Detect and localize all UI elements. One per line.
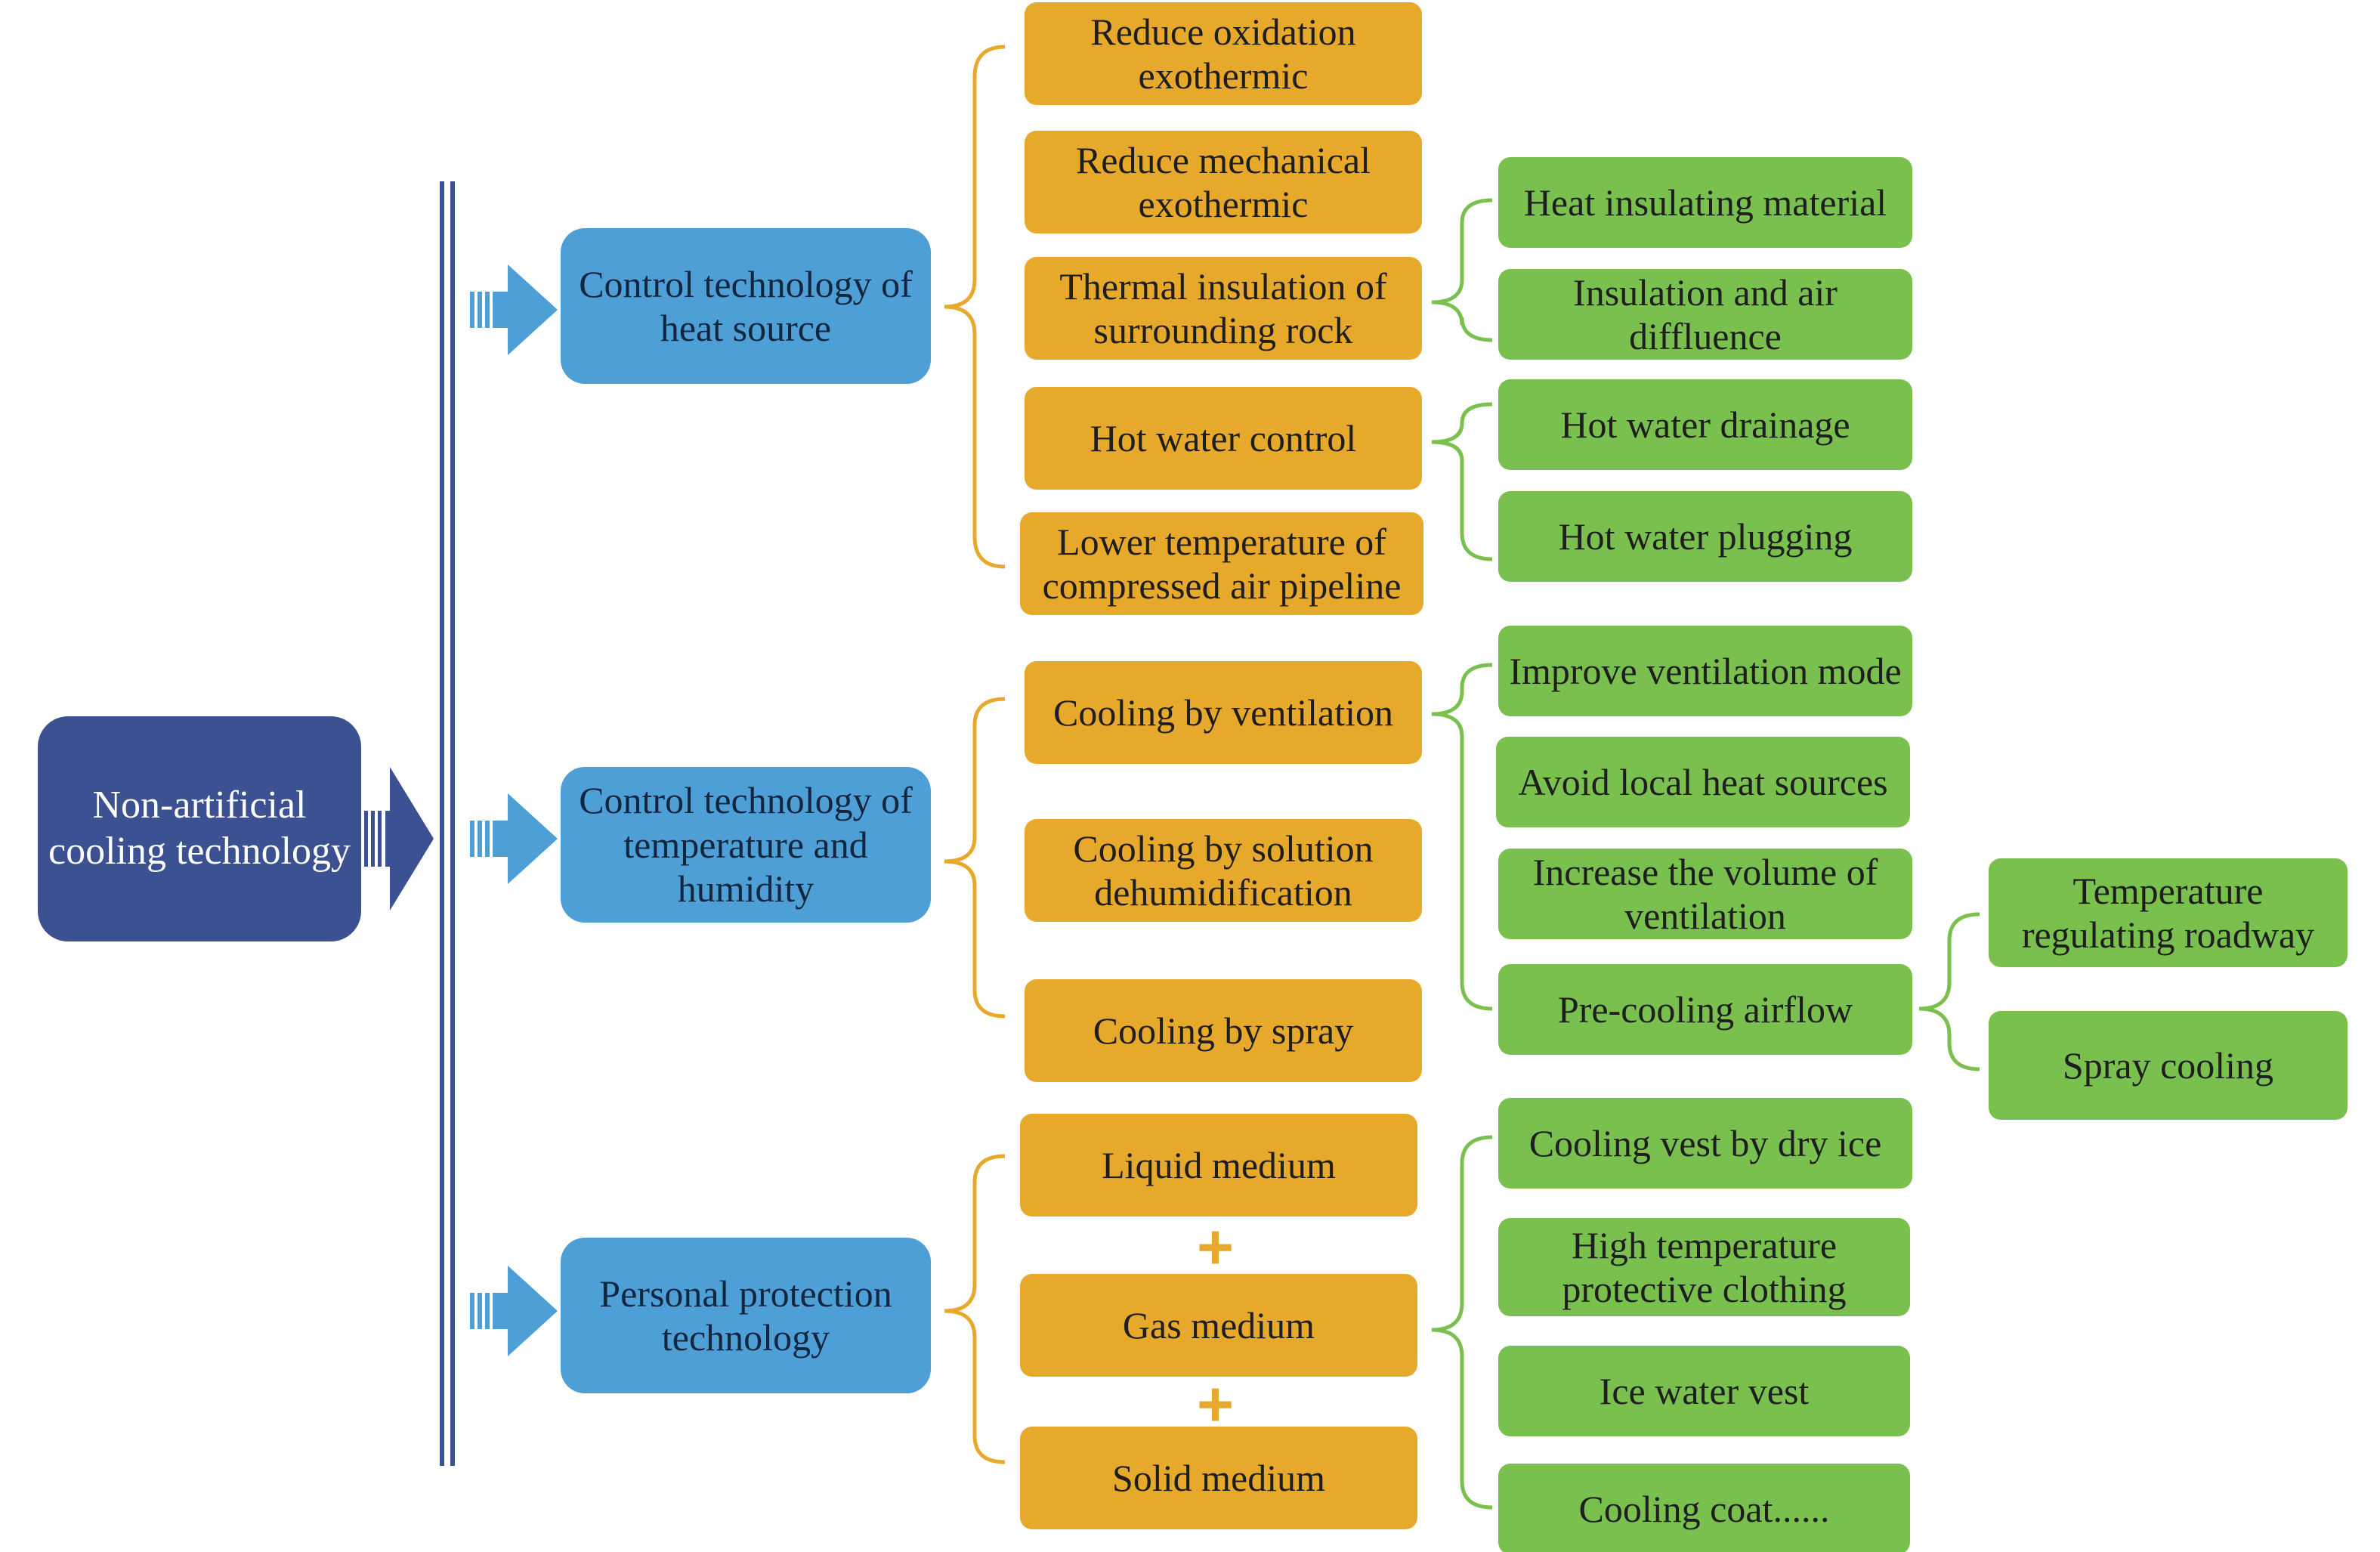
hot-water-plugging-node: Hot water plugging <box>1498 491 1912 582</box>
personal-protection-category: Personal protection technology <box>561 1238 931 1393</box>
hot-water-control-node: Hot water control <box>1025 387 1422 490</box>
heat-source-label: Control technology of heat source <box>579 262 913 350</box>
solid-medium-node: Solid medium <box>1020 1427 1417 1529</box>
dry-ice-vest-node: Cooling vest by dry ice <box>1498 1098 1912 1189</box>
plus-icon: + <box>1197 1211 1235 1282</box>
hot-water-drainage-node: Hot water drainage <box>1498 379 1912 470</box>
improve-ventilation-mode-node: Improve ventilation mode <box>1498 626 1912 716</box>
reduce-mechanical-node: Reduce mechanical exothermic <box>1025 131 1422 233</box>
bracket-personal-details <box>1431 1135 1493 1510</box>
temp-humidity-label: Control technology of temperature and hu… <box>579 779 913 910</box>
main-vertical-bar <box>440 181 455 1466</box>
root-label: Non-artificial cooling technology <box>48 784 351 873</box>
personal-arrow-icon <box>470 1266 558 1356</box>
heat-source-arrow-icon <box>470 264 558 355</box>
insulation-air-diffluence-node: Insulation and air diffluence <box>1498 269 1912 360</box>
temp-humidity-category: Control technology of temperature and hu… <box>561 767 931 923</box>
bracket-ventilation <box>1431 663 1493 1011</box>
bracket-heat-source <box>944 45 1006 569</box>
ice-water-vest-node: Ice water vest <box>1498 1346 1910 1436</box>
protective-clothing-node: High temperature protective clothing <box>1498 1218 1910 1316</box>
compressed-air-node: Lower temperature of compressed air pipe… <box>1020 512 1423 615</box>
reduce-oxidation-node: Reduce oxidation exothermic <box>1025 2 1422 105</box>
cooling-by-ventilation-node: Cooling by ventilation <box>1025 661 1422 764</box>
cooling-by-solution-node: Cooling by solution dehumidification <box>1025 819 1422 922</box>
cooling-by-spray-node: Cooling by spray <box>1025 979 1422 1082</box>
temperature-regulating-roadway-node: Temperature regulating roadway <box>1989 858 2348 967</box>
increase-ventilation-volume-node: Increase the volume of ventilation <box>1498 849 1912 939</box>
liquid-medium-node: Liquid medium <box>1020 1114 1417 1217</box>
pre-cooling-airflow-node: Pre-cooling airflow <box>1498 964 1912 1055</box>
personal-protection-label: Personal protection technology <box>599 1272 892 1359</box>
heat-insulating-material-node: Heat insulating material <box>1498 157 1912 248</box>
heat-source-category: Control technology of heat source <box>561 228 931 384</box>
root-arrow-icon <box>364 767 434 910</box>
bracket-insulation <box>1431 198 1493 342</box>
bracket-precooling <box>1918 912 1980 1071</box>
temp-humidity-arrow-icon <box>470 793 558 884</box>
bracket-hot-water <box>1431 402 1493 561</box>
cooling-coat-node: Cooling coat...... <box>1498 1464 1910 1552</box>
spray-cooling-node: Spray cooling <box>1989 1011 2348 1120</box>
plus-icon: + <box>1197 1368 1235 1439</box>
bracket-personal <box>944 1154 1006 1464</box>
avoid-local-heat-node: Avoid local heat sources <box>1496 737 1910 827</box>
gas-medium-node: Gas medium <box>1020 1274 1417 1377</box>
bracket-temp-humidity <box>944 697 1006 1019</box>
thermal-insulation-node: Thermal insulation of surrounding rock <box>1025 257 1422 360</box>
root-node: Non-artificial cooling technology <box>38 716 361 941</box>
